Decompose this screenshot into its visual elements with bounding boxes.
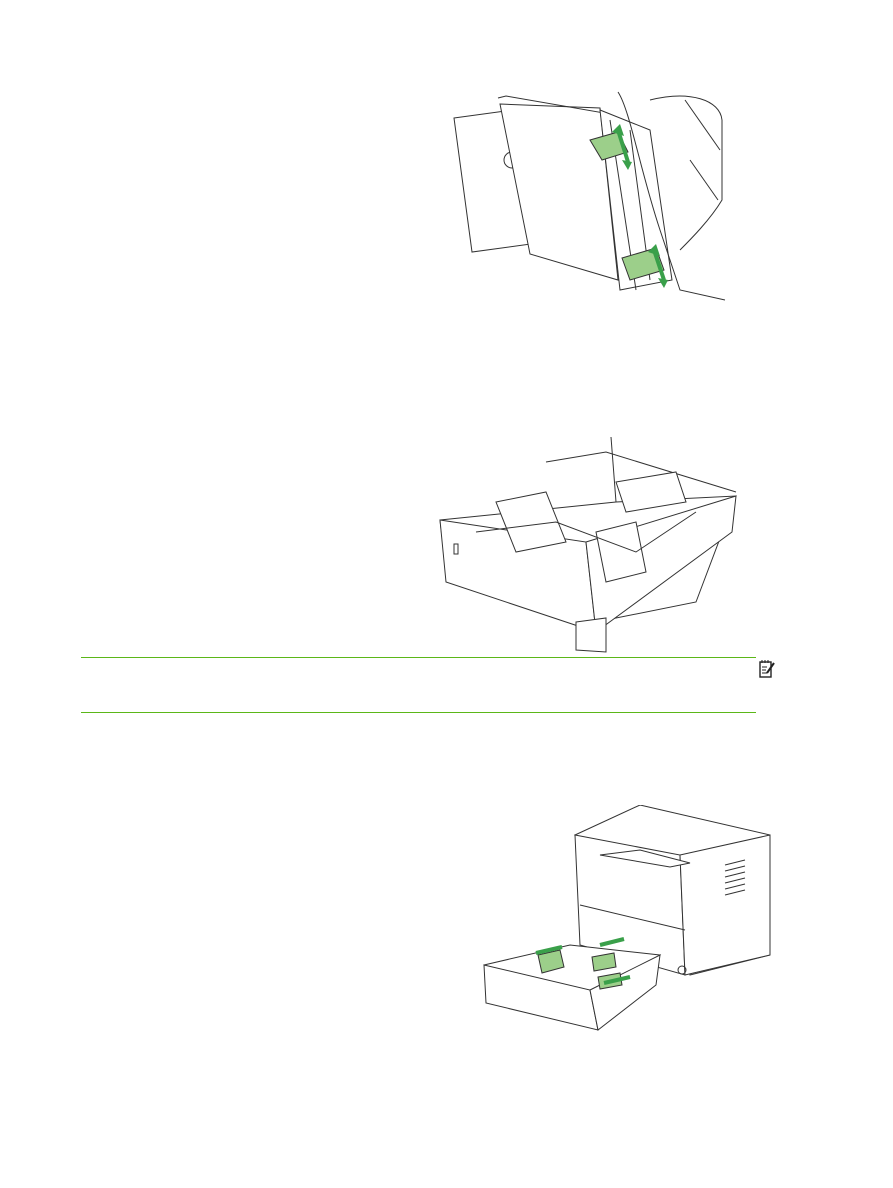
arrow-icon	[599, 937, 625, 947]
tray-guides-illustration	[453, 91, 726, 301]
lower-guide	[621, 247, 665, 281]
note-icon	[759, 660, 775, 678]
upper-guide	[589, 131, 629, 161]
arrow-icon	[616, 129, 630, 163]
arrow-icon	[603, 975, 631, 985]
arrow-icon	[535, 945, 563, 955]
note-top-rule	[81, 657, 756, 658]
note-bottom-rule	[81, 712, 756, 713]
printer-cassette-illustration	[483, 805, 771, 1031]
paper-cassette-illustration	[439, 436, 737, 653]
arrow-icon	[652, 249, 666, 281]
